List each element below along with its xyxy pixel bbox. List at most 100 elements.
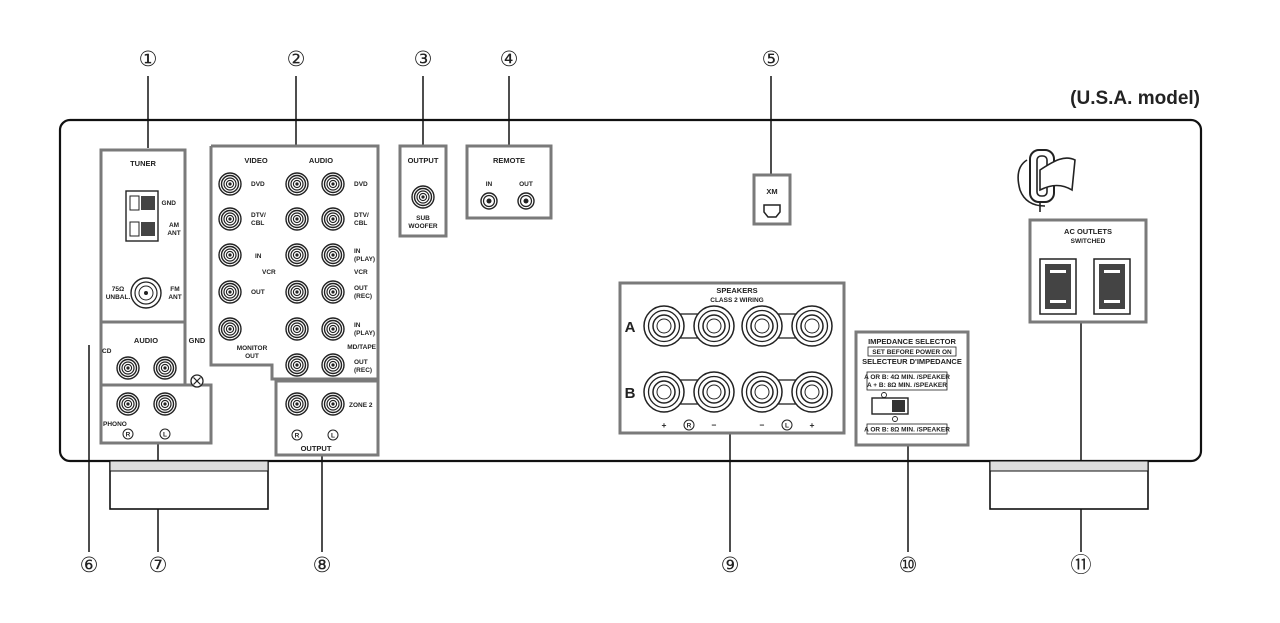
md-out-label: OUT	[354, 359, 368, 366]
audio-in-play-label: IN	[354, 248, 361, 255]
callout-6: ⑥	[80, 554, 99, 577]
speakers-section: SPEAKERS CLASS 2 WIRING A B + R − − L +	[618, 281, 846, 435]
speaker-b-r-minus	[693, 371, 735, 413]
phono-r-label: R	[126, 432, 131, 439]
sign-r: R	[687, 423, 692, 430]
impedance-section: IMPEDANCE SELECTOR SET BEFORE POWER ON S…	[854, 330, 970, 447]
audio-out-rec-label: OUT	[354, 285, 368, 292]
tuner-gnd-label: GND	[162, 200, 177, 207]
xm-label: XM	[766, 187, 777, 196]
audio-cbl-label: CBL	[354, 220, 367, 227]
sign-l-minus: −	[760, 420, 765, 430]
zone2-jack-l	[321, 392, 345, 416]
audio-dtv-label: DTV/	[354, 212, 369, 219]
am-ant-label: ANT	[167, 230, 180, 237]
speakers-title: SPEAKERS	[716, 286, 757, 295]
impedance-set-before: SET BEFORE POWER ON	[872, 349, 952, 356]
audio-vcr-out-jack-l	[321, 280, 345, 304]
remote-out-label: OUT	[519, 181, 533, 188]
audio-dvd-jack-l	[321, 172, 345, 196]
speaker-a-l-plus	[791, 305, 833, 347]
speakers-a-label: A	[625, 319, 636, 336]
remote-section: REMOTE IN OUT	[465, 144, 553, 220]
video-vcr-label: VCR	[262, 269, 276, 276]
zone2-label: ZONE 2	[349, 402, 373, 409]
monitor-out-label: OUT	[245, 353, 259, 360]
video-dtv-label: DTV/	[251, 212, 266, 219]
am-terminal	[125, 190, 159, 242]
audio-header: AUDIO	[309, 156, 333, 165]
md-in-label: IN	[354, 322, 361, 329]
callout-10: ⑩	[899, 554, 918, 577]
callout-11: ⑪	[1071, 554, 1092, 577]
remote-out-jack	[517, 192, 535, 210]
ac-outlets-box	[1028, 218, 1148, 324]
phono-label: PHONO	[103, 421, 127, 428]
zone2-jack-r	[285, 392, 309, 416]
speakers-subtitle: CLASS 2 WIRING	[710, 297, 763, 304]
audio-title: AUDIO	[134, 336, 158, 345]
audio-md-in-jack-l	[321, 317, 345, 341]
ac-outlets-title: AC OUTLETS	[1064, 227, 1112, 236]
speaker-a-r-minus	[693, 305, 735, 347]
zone2-box	[274, 379, 380, 457]
cd-label: CD	[102, 348, 112, 355]
remote-in-jack	[480, 192, 498, 210]
callout-2: ②	[287, 48, 306, 71]
impedance-fr-title: SELECTEUR D'IMPEDANCE	[862, 357, 962, 366]
audio-vcr-label: VCR	[354, 269, 368, 276]
xm-section: XM	[752, 173, 792, 226]
audio-md-out-jack-r	[285, 353, 309, 377]
ac-outlet-left	[1039, 258, 1077, 315]
phono-jack-r	[116, 392, 140, 416]
audio-dtv-jack-r	[285, 207, 309, 231]
speaker-b-r-plus	[643, 371, 685, 413]
impedance-switch[interactable]	[871, 397, 909, 415]
cd-jack-l	[153, 356, 177, 380]
audio-dvd-jack-r	[285, 172, 309, 196]
callout-7: ⑦	[149, 554, 168, 577]
subwoofer-jack	[411, 185, 435, 209]
callout-3: ③	[414, 48, 433, 71]
audio-dtv-jack-l	[321, 207, 345, 231]
sub-label: SUB	[416, 215, 430, 222]
unbal-label: UNBAL.	[106, 294, 131, 301]
remote-in-label: IN	[486, 181, 493, 188]
xm-connector-icon	[763, 204, 781, 218]
video-dvd-label: DVD	[251, 181, 265, 188]
woofer-label: WOOFER	[408, 223, 438, 230]
subwoofer-section: OUTPUT SUB WOOFER	[398, 144, 448, 238]
fm-antenna-jack	[130, 277, 162, 309]
left-foot	[109, 460, 269, 510]
speaker-b-l-plus	[791, 371, 833, 413]
video-out-label: OUT	[251, 289, 265, 296]
fm-label: FM	[170, 286, 179, 293]
video-vcr-out-jack	[218, 280, 242, 304]
zone2-l-label: L	[331, 433, 335, 440]
av-box	[209, 144, 380, 381]
cd-jack-r	[116, 356, 140, 380]
ac-outlets-section: AC OUTLETS SWITCHED	[1028, 218, 1148, 324]
right-foot	[989, 460, 1149, 510]
video-dtv-jack	[218, 207, 242, 231]
md-play-label: (PLAY)	[354, 330, 375, 337]
video-cbl-label: CBL	[251, 220, 264, 227]
audio-input-section: AUDIO CD GND PHONO R L	[99, 320, 213, 445]
callout-4: ④	[500, 48, 519, 71]
md-tape-label: MD/TAPE	[347, 344, 376, 351]
ac-outlets-subtitle: SWITCHED	[1071, 238, 1106, 245]
sign-r-plus: +	[662, 420, 667, 430]
am-label: AM	[169, 222, 179, 229]
sign-r-minus: −	[712, 420, 717, 430]
power-cord-icon	[1017, 149, 1076, 212]
speaker-a-l-minus	[741, 305, 783, 347]
audio-play-label: (PLAY)	[354, 256, 375, 263]
remote-box	[465, 144, 553, 220]
speaker-a-r-plus	[643, 305, 685, 347]
impedance-title: IMPEDANCE SELECTOR	[868, 337, 956, 346]
video-vcr-in-jack	[218, 243, 242, 267]
speakers-box	[618, 281, 846, 435]
sign-l-plus: +	[810, 420, 815, 430]
av-section: VIDEO AUDIO DVD DTV/ CBL IN VCR OUT MONI…	[209, 144, 380, 457]
